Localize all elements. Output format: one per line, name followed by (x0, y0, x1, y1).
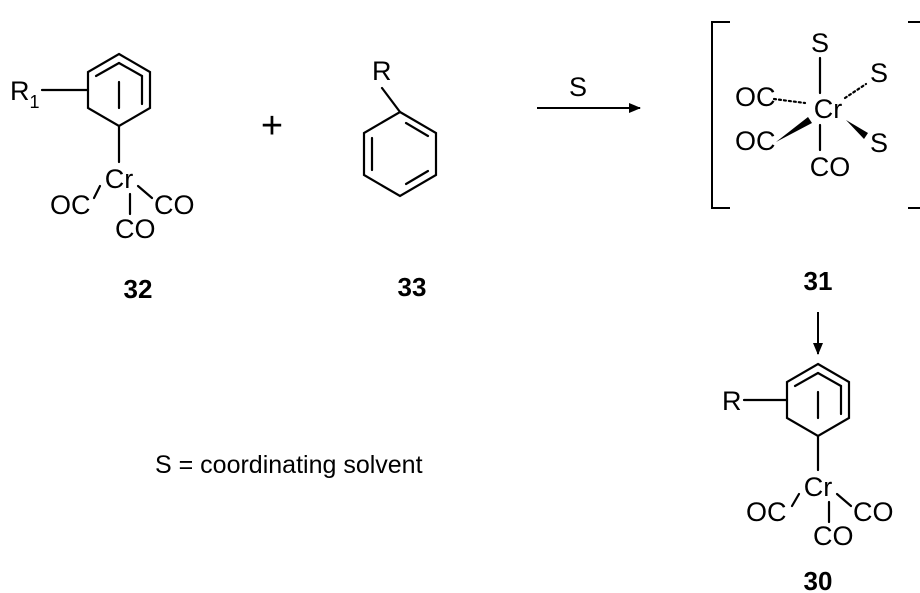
metal-label-31: Cr (814, 94, 843, 124)
solvent-top-31: S (811, 28, 829, 58)
bracket-left (711, 21, 730, 209)
carbonyl-left-lower-31: OC (735, 126, 776, 156)
r-label-30: R (722, 386, 742, 416)
bracket-right (908, 21, 920, 209)
ligand-left-32: OC (50, 190, 91, 220)
compound-33: R 33 (362, 56, 438, 302)
intermediate-31: Cr S S S OC OC CO 31 (711, 21, 920, 296)
product-30: R Cr OC CO CO 30 (722, 362, 894, 593)
carbonyl-bottom-31: CO (810, 152, 851, 182)
r-label-33: R (372, 56, 392, 86)
r1-label: R1 (10, 76, 40, 112)
arrow-label: S (569, 72, 587, 102)
ligand-bottom-30: CO (813, 521, 854, 551)
plus-sign: + (261, 105, 283, 147)
ligand-left-30: OC (746, 497, 787, 527)
carbonyl-left-upper-31: OC (735, 82, 776, 112)
wedge-bond-left (776, 117, 812, 142)
compound-number-30: 30 (804, 566, 833, 593)
solvent-right-lower-31: S (870, 128, 888, 158)
compound-number-32: 32 (124, 274, 153, 304)
legend-text: S = coordinating solvent (155, 451, 423, 479)
benzene-ring-32 (86, 52, 152, 128)
compound-number-31: 31 (804, 266, 833, 296)
solvent-right-upper-31: S (870, 58, 888, 88)
metal-label-32: Cr (105, 164, 134, 194)
ligand-bottom-32: CO (115, 214, 156, 244)
benzene-ring-30 (785, 362, 851, 438)
metal-label-30: Cr (804, 472, 833, 502)
wedge-bond-right (846, 120, 868, 139)
compound-32: R1 Cr OC CO CO 32 (10, 52, 195, 304)
ligand-right-32: CO (154, 190, 195, 220)
compound-number-33: 33 (398, 272, 427, 302)
ligand-right-30: CO (853, 497, 894, 527)
benzene-ring-33 (362, 110, 438, 198)
